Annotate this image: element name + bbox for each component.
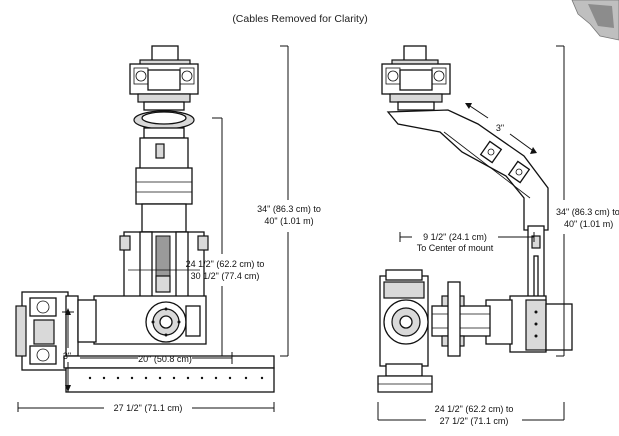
left-view-dimensions [17,45,289,412]
right-center-offset-line1: 9 1/2" (24.1 cm) [423,232,487,242]
right-view-drawing [377,45,573,393]
right-arm-offset: 3" [496,123,504,133]
right-width-range-line2: 27 1/2" (71.1 cm) [440,416,509,426]
corner-photo-fragment [571,0,619,41]
right-view-dimensions [377,45,565,421]
left-height-range-line1: 34" (86.3 cm) to [257,204,321,214]
right-height-range-line2: 40" (1.01 m) [564,219,613,229]
right-center-offset-line2: To Center of mount [417,243,494,253]
right-height-range-line1: 34" (86.3 cm) to [556,207,619,217]
caption: (Cables Removed for Clarity) [232,13,367,25]
left-side-height: 3" [63,351,71,361]
left-height-range-line2: 40" (1.01 m) [264,216,313,226]
right-width-range-line1: 24 1/2" (62.2 cm) to [435,404,514,414]
left-total-width: 27 1/2" (71.1 cm) [114,403,183,413]
left-view-drawing [15,45,275,393]
left-base-length: 20" (50.8 cm) [138,354,192,364]
left-column-range-line1: 24 1/2" (62.2 cm) to [186,259,265,269]
left-column-range-line2: 30 1/2" (77.4 cm) [191,271,260,281]
